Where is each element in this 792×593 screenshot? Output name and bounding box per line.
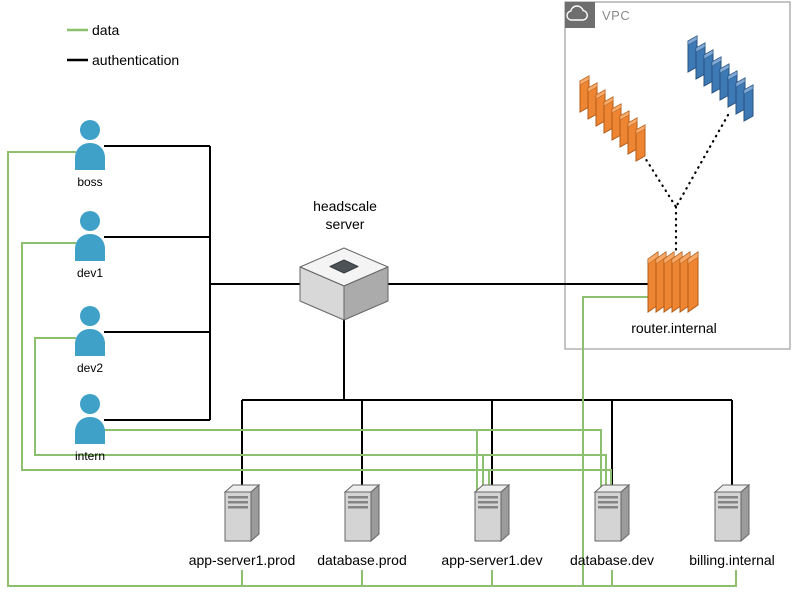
server-label-app-server1-dev: app-server1.dev	[441, 552, 543, 568]
server-label-app-server1-prod: app-server1.prod	[188, 552, 296, 568]
user-label-dev1: dev1	[76, 266, 104, 280]
vpc-dotted-links	[638, 113, 730, 252]
dotted-blue-to-router	[674, 113, 730, 209]
server-label-billing-internal: billing.internal	[689, 552, 775, 568]
cloud-icon	[566, 5, 589, 21]
legend-label-authentication: authentication	[92, 52, 180, 68]
data-line-dev2	[34, 337, 607, 495]
authentication-lines	[104, 145, 733, 495]
headscale-label: headscale server	[313, 198, 377, 232]
data-lines	[7, 151, 737, 587]
user-icon-boss	[75, 120, 105, 170]
server-icon-database-prod	[344, 484, 380, 542]
data-line-router	[582, 296, 652, 586]
legend-lines	[67, 28, 88, 62]
data-line-boss	[7, 151, 737, 587]
user-icon-dev2	[75, 306, 105, 356]
dotted-orange-to-router	[638, 148, 678, 209]
user-label-boss: boss	[77, 175, 103, 189]
user-icon-dev1	[75, 211, 105, 261]
router-internal-icon	[647, 251, 699, 313]
server-icon-billing-internal	[714, 484, 750, 542]
server-icon-database-dev	[594, 484, 630, 542]
data-line-dev1	[21, 242, 612, 495]
data-line-intern	[104, 429, 602, 495]
user-label-intern: intern	[74, 449, 106, 463]
router-internal-label: router.internal	[631, 320, 717, 336]
user-label-dev2: dev2	[76, 361, 104, 375]
legend-label-data: data	[92, 22, 120, 38]
server-label-database-dev: database.dev	[569, 552, 655, 568]
server-icon-app-server1-dev	[474, 484, 510, 542]
user-icon-intern	[75, 394, 105, 444]
server-label-database-prod: database.prod	[317, 552, 407, 568]
vpc-label: VPC	[602, 8, 631, 23]
server-icon-app-server1-prod	[224, 484, 260, 542]
headscale-cube-icon	[299, 247, 389, 321]
